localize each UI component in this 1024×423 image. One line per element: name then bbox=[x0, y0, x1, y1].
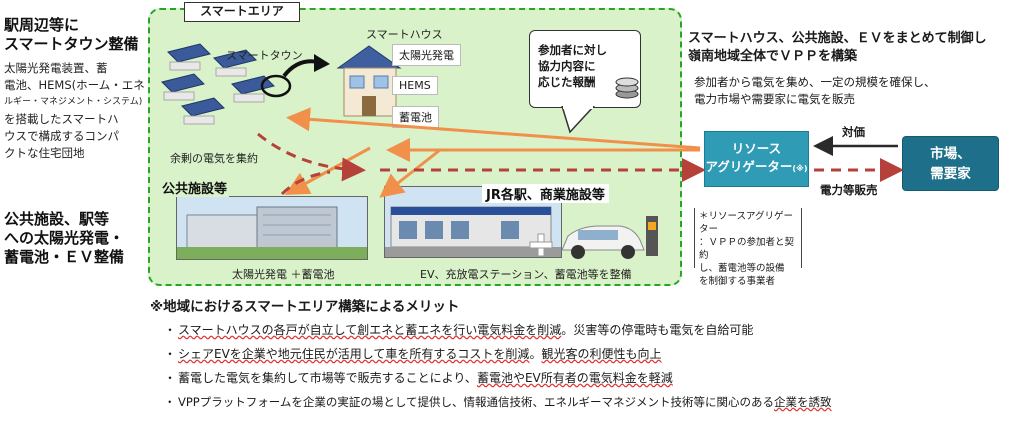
vpp-description: 参加者から電気を集め、一定の規模を確保し、 電力市場や需要家に電気を販売 bbox=[694, 75, 936, 106]
coins-icon bbox=[615, 77, 639, 99]
jr-station-caption: EV、充放電ステーション、蓄電池等を整備 bbox=[420, 268, 632, 281]
energy-flow-red-dashed bbox=[257, 132, 904, 196]
house-item-solar: 太陽光発電 bbox=[392, 44, 461, 66]
market-consumer-box: 市場、 需要家 bbox=[902, 136, 999, 191]
sales-label: 電力等販売 bbox=[820, 183, 878, 197]
callout-pointer bbox=[561, 106, 596, 134]
smart-area-label: スマートエリア bbox=[184, 2, 300, 22]
price-label: 対価 bbox=[842, 125, 865, 139]
public-facility-title: 公共施設等 bbox=[160, 178, 230, 197]
reward-flow-orange bbox=[284, 107, 701, 198]
surplus-label: 余剰の電気を集約 bbox=[170, 152, 258, 165]
plus-icon bbox=[529, 233, 553, 257]
public-facility-panel bbox=[176, 196, 368, 260]
reward-text: 参加者に対し 協力内容に 応じた報酬 bbox=[538, 43, 607, 89]
ev-car-icon bbox=[561, 216, 658, 259]
left-description-smart-town: 太陽光発電装置、蓄 電池、HEMS(ホーム・エネ ルギー・マネジメント・システム… bbox=[4, 61, 145, 160]
jr-station-title: JR各駅、商業施設等 bbox=[482, 184, 609, 203]
merit-bullet-2: ・シェアEVを企業や地元住民が活用して車を所有するコストを削減。観光客の利便性も… bbox=[164, 347, 662, 361]
aggregator-footnote: ＊リソースアグリゲーター ：ＶＰＰの参加者と契約 し、蓄電池等の設備 を制御する… bbox=[694, 208, 802, 287]
smart-town-label: スマートタウン bbox=[226, 49, 303, 62]
house-item-hems: HEMS bbox=[392, 76, 438, 95]
smart-house-label: スマートハウス bbox=[366, 28, 443, 41]
flow-arrows bbox=[257, 107, 904, 198]
public-building-icon bbox=[177, 197, 367, 259]
station-building-icon bbox=[385, 187, 561, 257]
solar-house-cluster-icon bbox=[161, 43, 275, 125]
public-facility-caption: 太陽光発電 ＋蓄電池 bbox=[232, 268, 335, 281]
merit-bullet-3: ・蓄電した電気を集約して市場等で販売することにより、蓄電池やEV所有者の電気料金… bbox=[164, 371, 673, 385]
left-title-public-facilities: 公共施設、駅等 への太陽光発電・ 蓄電池・ＥＶ整備 bbox=[4, 210, 125, 266]
left-title-smart-town: 駅周辺等に スマートタウン整備 bbox=[4, 16, 139, 53]
merit-bullet-1: ・スマートハウスの各戸が自立して創エネと蓄エネを行い電気料金を削減。災害等の停電… bbox=[164, 323, 754, 337]
merit-bullet-4: ・VPPプラットフォームを企業の実証の場として提供し、情報通信技術、エネルギーマ… bbox=[164, 395, 832, 409]
merit-title: ※地域におけるスマートエリア構築によるメリット bbox=[150, 299, 460, 315]
vpp-headline: スマートハウス、公共施設、ＥＶをまとめて制御し 嶺南地域全体でＶＰＰを構築 bbox=[688, 31, 987, 64]
resource-aggregator-box: リソース アグリゲーター(※) bbox=[704, 131, 809, 187]
smart-house-icon bbox=[336, 45, 402, 117]
zoom-arrow-icon bbox=[260, 54, 330, 98]
